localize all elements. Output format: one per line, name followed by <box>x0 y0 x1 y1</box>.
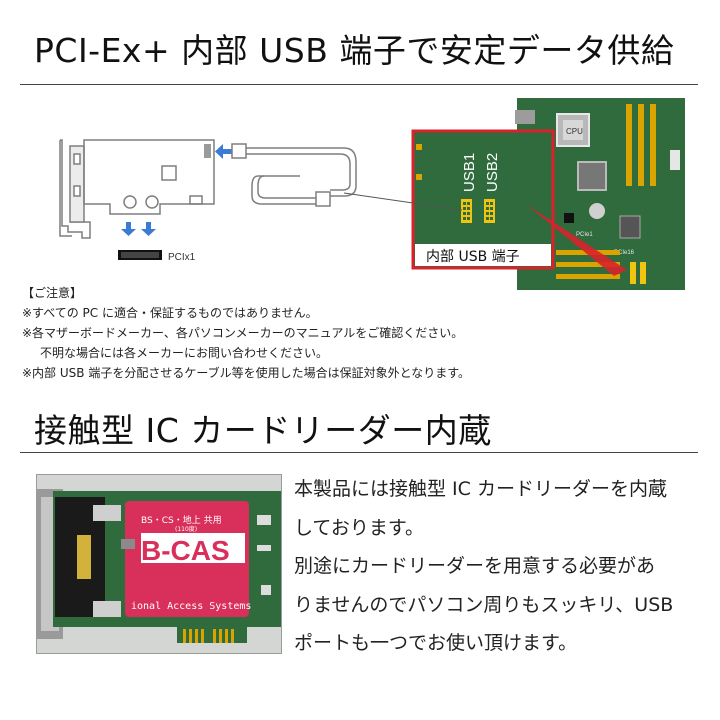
pcie-x1-slot <box>118 250 162 260</box>
usb-connection-diagram: PCIx1 CPU PCIe1 PCIe16 <box>59 98 685 290</box>
description-line: 本製品には接触型 IC カードリーダーを内蔵 <box>294 478 667 500</box>
pcie-slot-label: PCIx1 <box>168 252 196 263</box>
card-reader-photo: BS・CS・地上 共用 (110度) B-CAS ional Access Sy… <box>36 474 282 654</box>
feature-description: 本製品には接触型 IC カードリーダーを内蔵 しております。 別途にカードリーダ… <box>294 470 714 663</box>
usb-header-label-usb2: USB2 <box>484 153 501 192</box>
description-line: 別途にカードリーダーを用意する必要があ <box>294 555 656 577</box>
description-line: りませんのでパソコン周りもスッキリ、USB <box>294 593 674 616</box>
note-line: ※各マザーボードメーカー、各パソコンメーカーのマニュアルをご確認ください。 <box>22 326 464 340</box>
internal-usb-callout <box>411 129 627 276</box>
callout-label: 内部 USB 端子 <box>426 249 520 265</box>
card-bottom-text: ional Access Systems <box>131 601 251 612</box>
usb-header-label-usb1: USB1 <box>461 153 478 192</box>
caution-notes: 【ご注意】 ※すべての PC に適合・保証するものではありません。 ※各マザーボ… <box>22 283 702 383</box>
insert-arrow-icon <box>121 222 156 236</box>
cable-pointer-line <box>343 192 463 211</box>
card-top-text: BS・CS・地上 共用 <box>141 514 222 526</box>
slot-label-pcie1: PCIe1 <box>576 232 593 238</box>
note-line: 不明な場合には各メーカーにお問い合わせください。 <box>40 346 329 360</box>
description-line: ポートも一つでお使い頂けます。 <box>294 632 578 654</box>
section2-divider <box>20 452 698 453</box>
description-line: しております。 <box>294 516 424 539</box>
usb-cable <box>231 143 357 207</box>
note-line: ※すべての PC に適合・保証するものではありません。 <box>22 306 318 320</box>
connect-arrow-icon <box>215 144 232 159</box>
slot-label-pcie16: PCIe16 <box>614 250 635 256</box>
card-logo: B-CAS <box>141 535 230 566</box>
cpu-label: CPU <box>566 127 583 136</box>
notes-heading: 【ご注意】 <box>22 286 83 300</box>
title-divider <box>20 84 698 85</box>
card-sub-text: (110度) <box>175 525 197 533</box>
section2-title: 接触型 IC カードリーダー内蔵 <box>34 411 492 450</box>
section1-title: PCI-Ex+ 内部 USB 端子で安定データ供給 <box>34 31 675 70</box>
pcie-card-outline <box>59 139 215 239</box>
note-line: ※内部 USB 端子を分配させるケーブル等を使用した場合は保証対象外となります。 <box>22 366 471 380</box>
